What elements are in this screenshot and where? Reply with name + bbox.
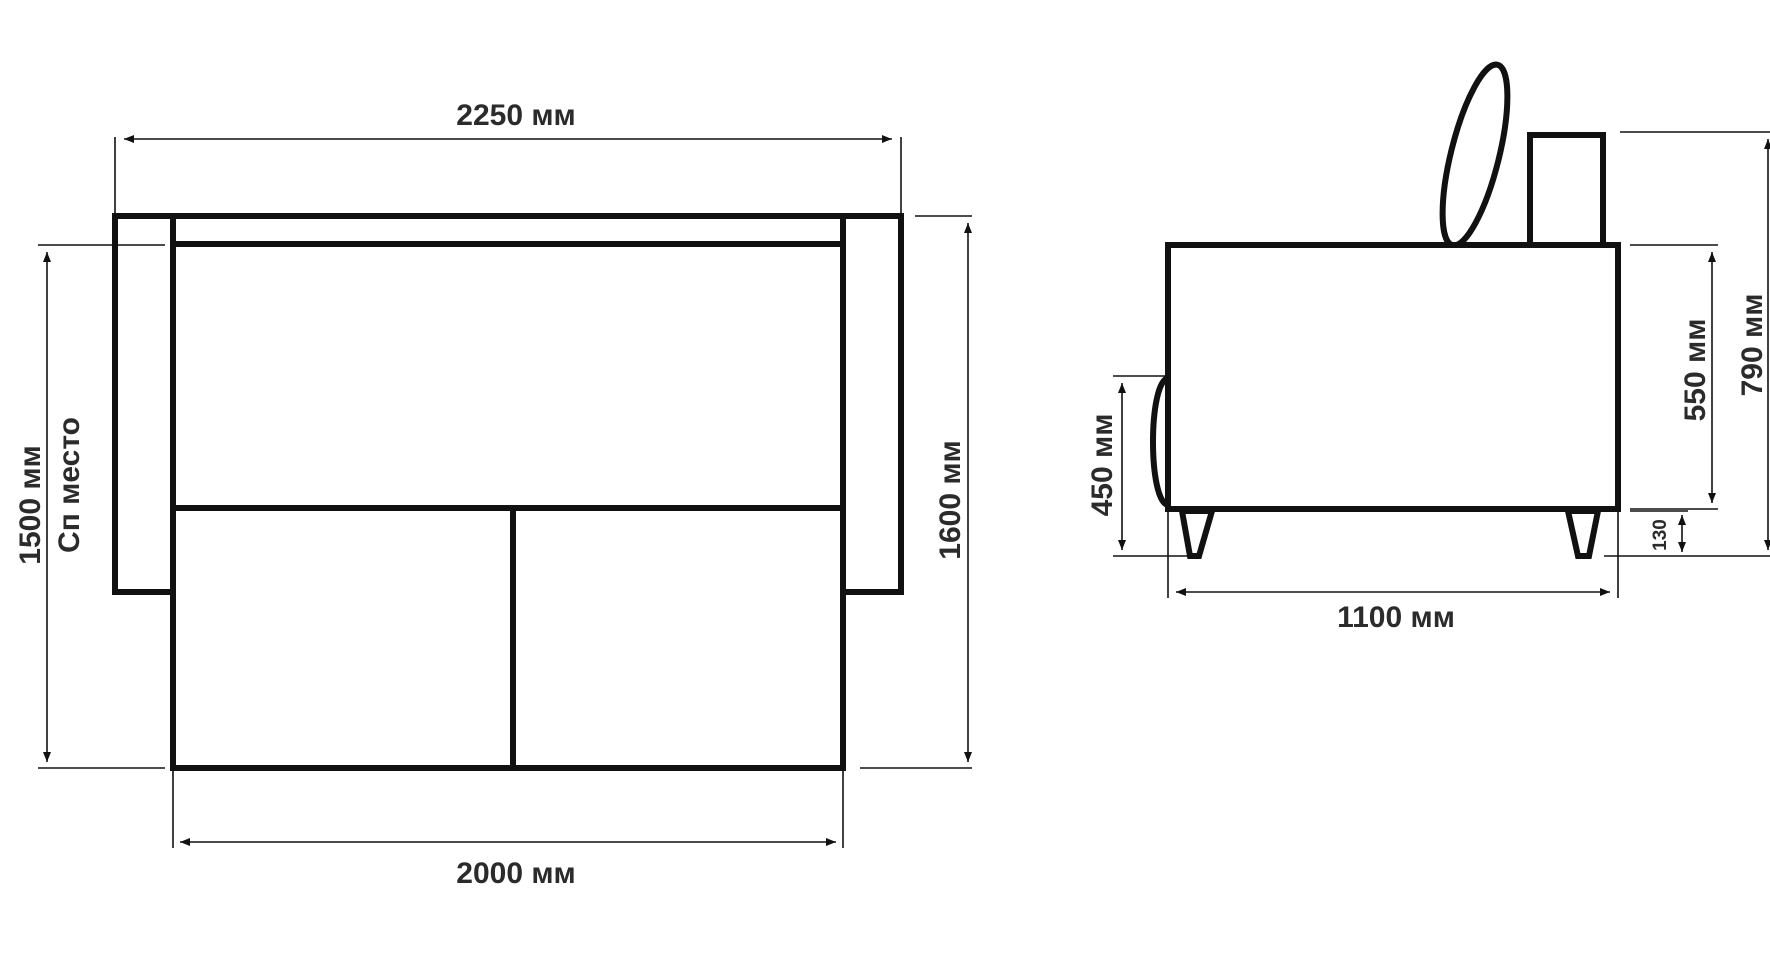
label-back-height: 550 мм xyxy=(1679,319,1712,422)
label-sleeping-length: 2000 мм xyxy=(456,857,575,890)
label-side-depth: 1100 мм xyxy=(1337,601,1455,634)
label-sleeping-width-caption: Сп место xyxy=(53,417,86,553)
label-overall-width: 2250 мм xyxy=(456,99,575,132)
side-pillow xyxy=(1439,61,1511,249)
side-armrest-roll xyxy=(1150,375,1170,508)
right-armrest xyxy=(840,213,904,595)
top-view: 2250 мм 2000 мм 1500 мм Сп место 1600 мм xyxy=(14,99,972,890)
seat-area xyxy=(170,241,846,511)
left-armrest xyxy=(112,213,176,595)
bed-extension-left xyxy=(170,505,516,771)
bed-extension-right xyxy=(510,505,846,771)
label-leg-height: 130 xyxy=(1650,519,1671,551)
backrest-strip xyxy=(170,213,846,247)
side-view: 1100 мм 450 мм 550 мм 790 мм 130 xyxy=(1086,61,1770,634)
label-seat-height: 450 мм xyxy=(1086,414,1119,517)
label-total-height: 790 мм xyxy=(1736,294,1769,397)
side-leg-back xyxy=(1564,508,1602,559)
label-unfolded-depth: 1600 мм xyxy=(934,440,967,559)
side-leg-front xyxy=(1178,508,1216,559)
side-body xyxy=(1165,242,1621,512)
label-sleeping-width-value: 1500 мм xyxy=(14,445,47,564)
side-back-block xyxy=(1527,132,1606,248)
